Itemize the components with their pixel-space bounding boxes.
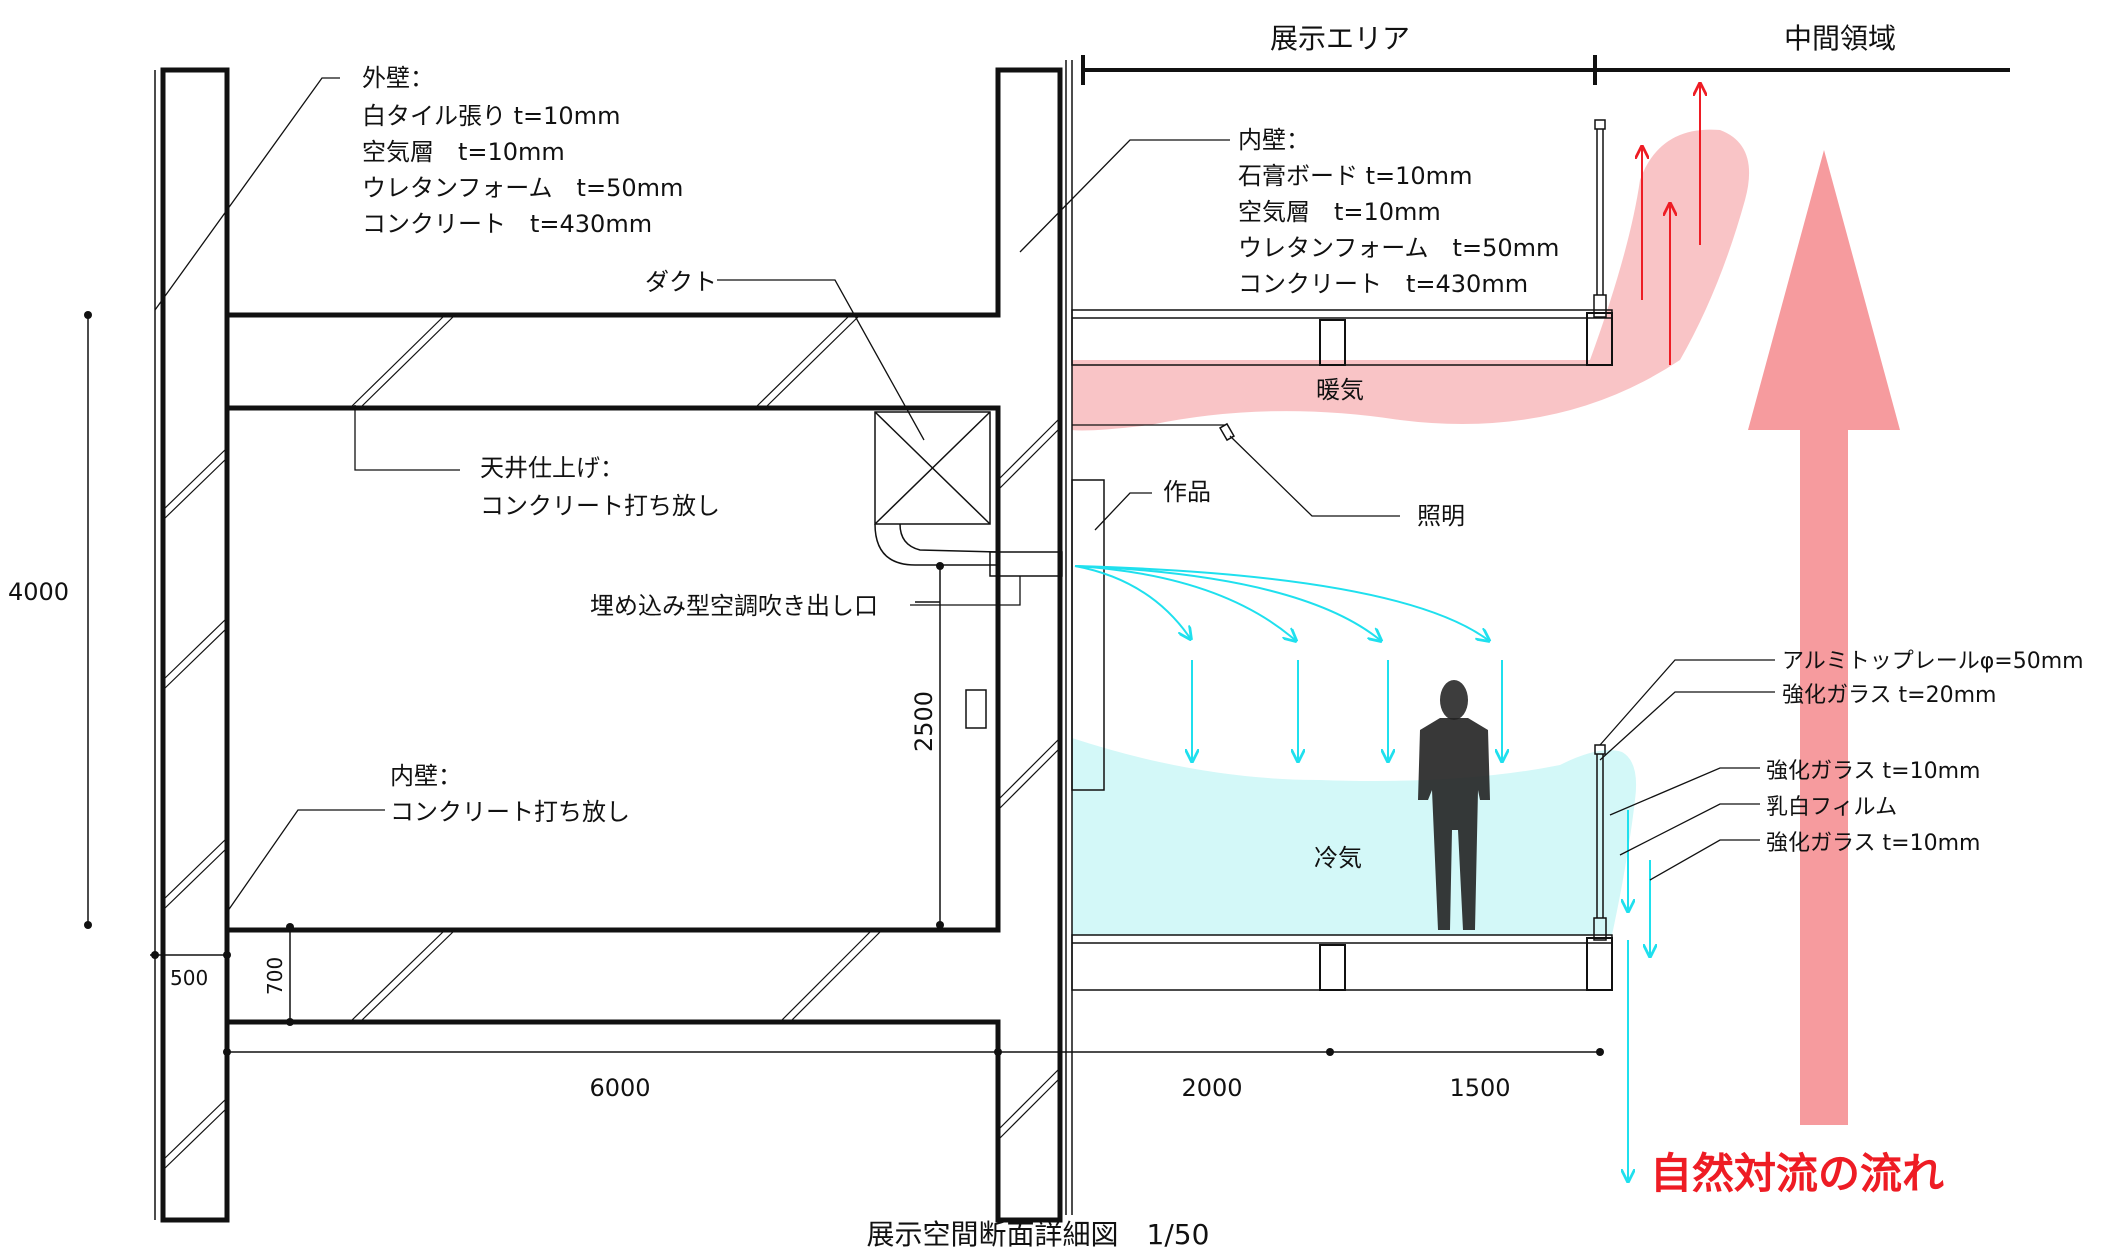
drawing-caption: 展示空間断面詳細図 1/50 bbox=[867, 1218, 1210, 1251]
dim-exhibit-width-2: 1500 bbox=[1449, 1074, 1510, 1102]
hatching bbox=[162, 314, 1061, 1171]
dim-slab-gap: 700 bbox=[263, 957, 287, 995]
dim-height-total: 4000 bbox=[8, 578, 69, 606]
natural-convection-arrow bbox=[1748, 150, 1900, 1125]
dim-exhibit-width-1: 2000 bbox=[1181, 1074, 1242, 1102]
dim-wall-thickness: 500 bbox=[170, 966, 208, 990]
ceiling-finish-label: 天井仕上げ： bbox=[480, 454, 624, 482]
outlet-label: 埋め込み型空調吹き出し口 bbox=[590, 592, 878, 620]
outer-wall-layer: 白タイル張り t=10mm bbox=[362, 102, 620, 130]
natural-convection-label: 自然対流の流れ bbox=[1650, 1149, 1944, 1198]
inner-wall-upper-title: 内壁： bbox=[1238, 126, 1310, 154]
inner-wall-lower-title: 内壁： bbox=[390, 762, 462, 790]
warm-air-arrows bbox=[1642, 85, 1700, 365]
duct-label: ダクト bbox=[645, 268, 717, 296]
dimension-dots bbox=[84, 311, 1604, 1056]
outer-wall-layer: ウレタンフォーム t=50mm bbox=[362, 174, 683, 202]
inner-wall-upper-layer: 石膏ボード t=10mm bbox=[1238, 162, 1472, 190]
hvac-duct bbox=[874, 411, 1063, 729]
rail-label: アルミトップレールφ=50mm bbox=[1782, 649, 2084, 674]
floor-slabs bbox=[1071, 309, 1613, 991]
milky-film-label: 乳白フィルム bbox=[1766, 795, 1897, 820]
inner-wall-upper-layer: ウレタンフォーム t=50mm bbox=[1238, 234, 1559, 262]
cool-air-label: 冷気 bbox=[1314, 844, 1362, 872]
dimension-lines bbox=[87, 315, 1600, 1053]
glass-10-b-label: 強化ガラス t=10mm bbox=[1766, 831, 1980, 856]
zone-header-line bbox=[1081, 55, 2010, 85]
glass-20-label: 強化ガラス t=20mm bbox=[1782, 683, 1996, 708]
annotation-text: 展示エリア 中間領域 外壁： 白タイル張り t=10mm 空気層 t=10mm … bbox=[8, 22, 2084, 1251]
leader-lines bbox=[154, 77, 1775, 916]
artwork-frame bbox=[1071, 479, 1105, 791]
cool-air-area bbox=[1072, 738, 1637, 935]
glass-balustrade bbox=[1593, 119, 1607, 941]
outer-wall-title: 外壁： bbox=[362, 64, 434, 92]
inner-wall-upper-layer: 空気層 t=10mm bbox=[1238, 198, 1441, 226]
zone-exhibit-label: 展示エリア bbox=[1270, 22, 1410, 55]
person-silhouette bbox=[1418, 680, 1490, 930]
lighting-label: 照明 bbox=[1417, 502, 1465, 530]
warm-air-area bbox=[1072, 129, 1750, 431]
inner-wall-lower-detail: コンクリート打ち放し bbox=[390, 798, 630, 826]
zone-intermediate-label: 中間領域 bbox=[1784, 22, 1896, 55]
dim-room-width: 6000 bbox=[589, 1074, 650, 1102]
outer-wall-layer: 空気層 t=10mm bbox=[362, 138, 565, 166]
artwork-label: 作品 bbox=[1163, 478, 1211, 506]
ceiling-finish-detail: コンクリート打ち放し bbox=[480, 492, 720, 520]
outer-wall-layer: コンクリート t=430mm bbox=[362, 210, 652, 238]
inner-wall-upper-layer: コンクリート t=430mm bbox=[1238, 270, 1528, 298]
cool-air-arrows bbox=[1074, 565, 1650, 1180]
light-fixture bbox=[1072, 422, 1235, 442]
building-structure bbox=[160, 67, 1063, 1223]
warm-air-label: 暖気 bbox=[1316, 376, 1364, 404]
dim-outlet-height: 2500 bbox=[910, 691, 938, 752]
glass-10-a-label: 強化ガラス t=10mm bbox=[1766, 759, 1980, 784]
